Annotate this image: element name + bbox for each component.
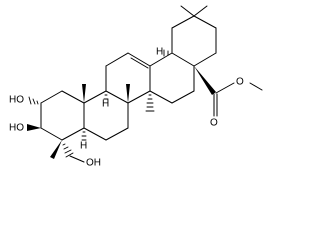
ring-e — [171, 15, 217, 67]
h-c9-label: H — [102, 99, 109, 110]
ring-b — [83, 90, 129, 141]
chemical-structure: HO HO OH H H H O O — [9, 5, 263, 169]
ho-c3-label: HO — [9, 123, 24, 134]
ring-c — [105, 52, 151, 104]
angular-methyls — [82, 84, 155, 112]
h-c18-label: H — [156, 47, 163, 58]
stereo-h-bonds — [81, 49, 169, 141]
ring-a — [40, 90, 85, 141]
c4-substituents — [50, 140, 85, 163]
ester-oxygen-label: O — [236, 77, 244, 88]
gem-dimethyl — [180, 5, 208, 17]
h-c5-label: H — [80, 141, 87, 152]
carbonyl-oxygen-label: O — [210, 118, 218, 129]
ring-d — [149, 52, 195, 104]
ho-c2-label: HO — [9, 95, 24, 106]
methyl-ester — [194, 66, 263, 117]
oh-c23-label: OH — [86, 158, 101, 169]
hydroxyl-bonds — [27, 96, 41, 131]
